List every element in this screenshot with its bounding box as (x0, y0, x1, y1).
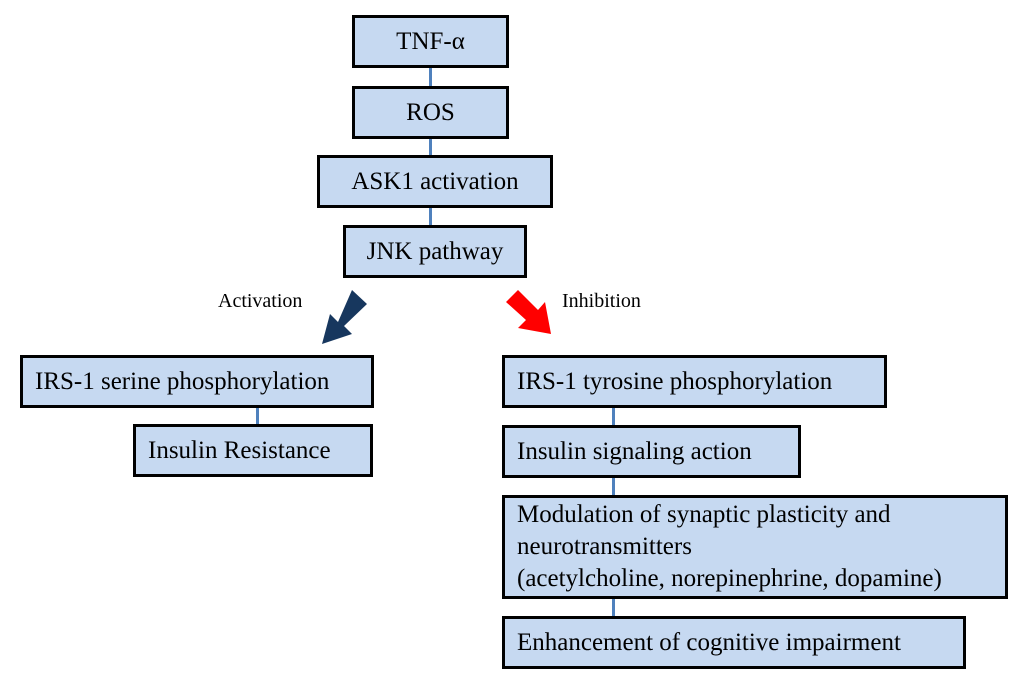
tnf-alpha-label: TNF-α (396, 27, 465, 55)
insulin-signaling-label: Insulin signaling action (517, 437, 752, 465)
synaptic-modulation-box: Modulation of synaptic plasticity and ne… (502, 495, 1008, 599)
insulin-resistance-box: Insulin Resistance (133, 424, 373, 477)
irs1-serine-label: IRS-1 serine phosphorylation (35, 367, 330, 395)
ask1-activation-box: ASK1 activation (317, 155, 553, 208)
activation-label: Activation (218, 290, 303, 312)
cognitive-impairment-box: Enhancement of cognitive impairment (502, 616, 966, 669)
jnk-pathway-box: JNK pathway (343, 225, 527, 278)
ros-box: ROS (352, 86, 509, 139)
connector-signaling-modulation (612, 478, 615, 495)
synaptic-modulation-line-2: neurotransmitters (517, 533, 692, 560)
ros-label: ROS (406, 98, 455, 126)
synaptic-modulation-line-3: (acetylcholine, norepinephrine, dopamine… (517, 565, 942, 592)
connector-tyrosine-signaling (612, 408, 615, 425)
inhibition-arrow-icon (506, 290, 551, 334)
insulin-resistance-label: Insulin Resistance (148, 436, 331, 464)
cognitive-impairment-label: Enhancement of cognitive impairment (517, 628, 901, 656)
activation-arrow-icon (322, 290, 367, 344)
connector-ros-ask1 (429, 139, 432, 155)
ask1-activation-label: ASK1 activation (351, 167, 519, 195)
irs1-tyrosine-box: IRS-1 tyrosine phosphorylation (502, 355, 887, 408)
connector-serine-resistance (256, 408, 259, 424)
irs1-tyrosine-label: IRS-1 tyrosine phosphorylation (517, 367, 833, 395)
jnk-pathway-label: JNK pathway (366, 237, 504, 265)
insulin-signaling-box: Insulin signaling action (502, 425, 801, 478)
connector-modulation-cognitive (612, 599, 615, 616)
inhibition-label: Inhibition (562, 290, 641, 312)
tnf-alpha-box: TNF-α (352, 15, 509, 68)
irs1-serine-box: IRS-1 serine phosphorylation (20, 355, 374, 408)
connector-tnf-ros (429, 68, 432, 86)
synaptic-modulation-line-1: Modulation of synaptic plasticity and (517, 501, 891, 528)
connector-ask1-jnk (429, 208, 432, 225)
